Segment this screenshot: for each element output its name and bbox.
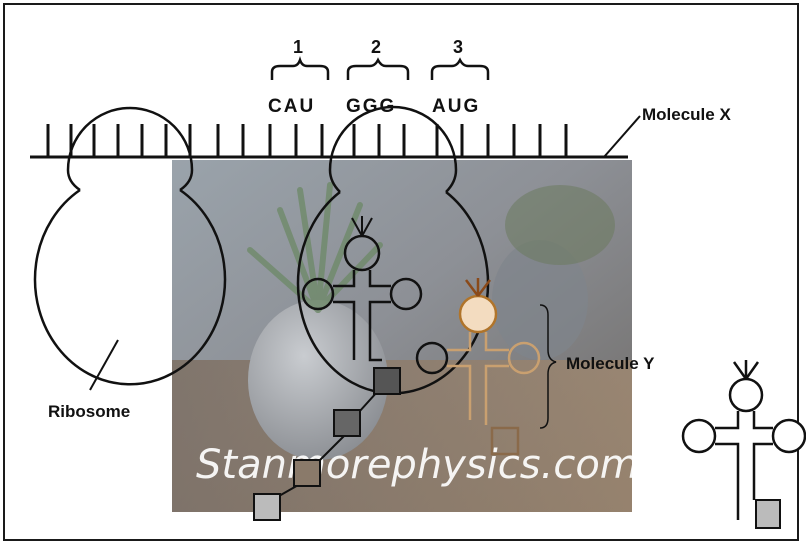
codon-3: 3 AUG — [432, 37, 488, 117]
codon-1: 1 CAU — [268, 37, 328, 117]
codon-2: 2 GGG — [346, 37, 408, 117]
amino-acid — [374, 368, 400, 394]
amino-acid — [756, 500, 780, 528]
amino-acid — [254, 494, 280, 520]
ribosome-label: Ribosome — [48, 402, 130, 421]
codon-bases: CAU — [268, 96, 315, 117]
codon-number: 1 — [293, 37, 303, 57]
codon-number: 2 — [371, 37, 381, 57]
amino-acid — [294, 460, 320, 486]
codon-bases: AUG — [432, 96, 480, 117]
watermark-text: Stanmorephysics.com — [196, 442, 639, 488]
codon-number: 3 — [453, 37, 463, 57]
molecule-x-label-group: Molecule X — [604, 105, 731, 157]
amino-acid — [334, 410, 360, 436]
free-trna — [683, 360, 805, 528]
molecule-x-label: Molecule X — [642, 105, 731, 124]
background-photo: Stanmorephysics.com — [172, 160, 639, 512]
molecule-y-label: Molecule Y — [566, 354, 655, 373]
molecule-x-mrna — [30, 124, 628, 157]
